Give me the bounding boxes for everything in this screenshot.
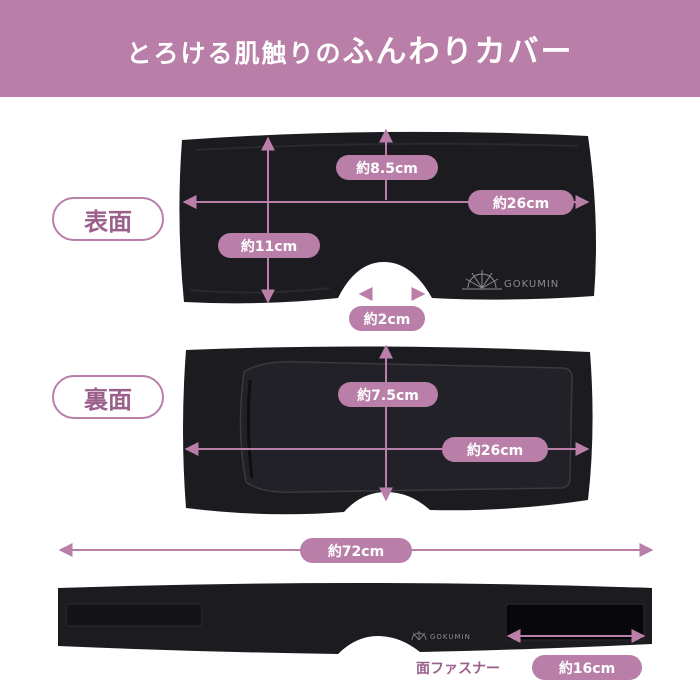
back-side-label: 裏面 <box>52 375 164 419</box>
strap-band: GOKUMIN <box>58 583 652 654</box>
front-mask: GOKUMIN <box>179 131 596 304</box>
fastener-caption: 面ファスナー <box>416 661 500 677</box>
header-banner: とろける肌触りのふんわりカバー <box>0 0 700 97</box>
strap-length-value: 約72cm <box>300 538 412 563</box>
title-part-2: ふんわりカバー <box>342 34 574 70</box>
brand-logo-icon <box>462 270 502 290</box>
front-depth-value: 約8.5cm <box>336 155 438 180</box>
front-height-value: 約11cm <box>218 233 320 258</box>
front-side-label-text: 表面 <box>84 207 132 236</box>
title-part-1: とろける肌触りの <box>126 39 343 68</box>
back-side-label-text: 裏面 <box>84 385 132 414</box>
back-width-value: 約26cm <box>442 437 548 462</box>
brand-name: GOKUMIN <box>504 279 559 290</box>
front-side-label: 表面 <box>52 197 164 241</box>
front-nose-value: 約2cm <box>349 306 425 331</box>
back-depth-value: 約7.5cm <box>338 382 438 407</box>
strap-logo-icon <box>411 631 427 641</box>
strap-brand-name: GOKUMIN <box>430 633 471 641</box>
front-width-value: 約26cm <box>468 190 574 215</box>
back-mask <box>183 346 593 515</box>
page-title: とろける肌触りのふんわりカバー <box>126 26 573 71</box>
fastener-length-value: 約16cm <box>532 655 642 680</box>
